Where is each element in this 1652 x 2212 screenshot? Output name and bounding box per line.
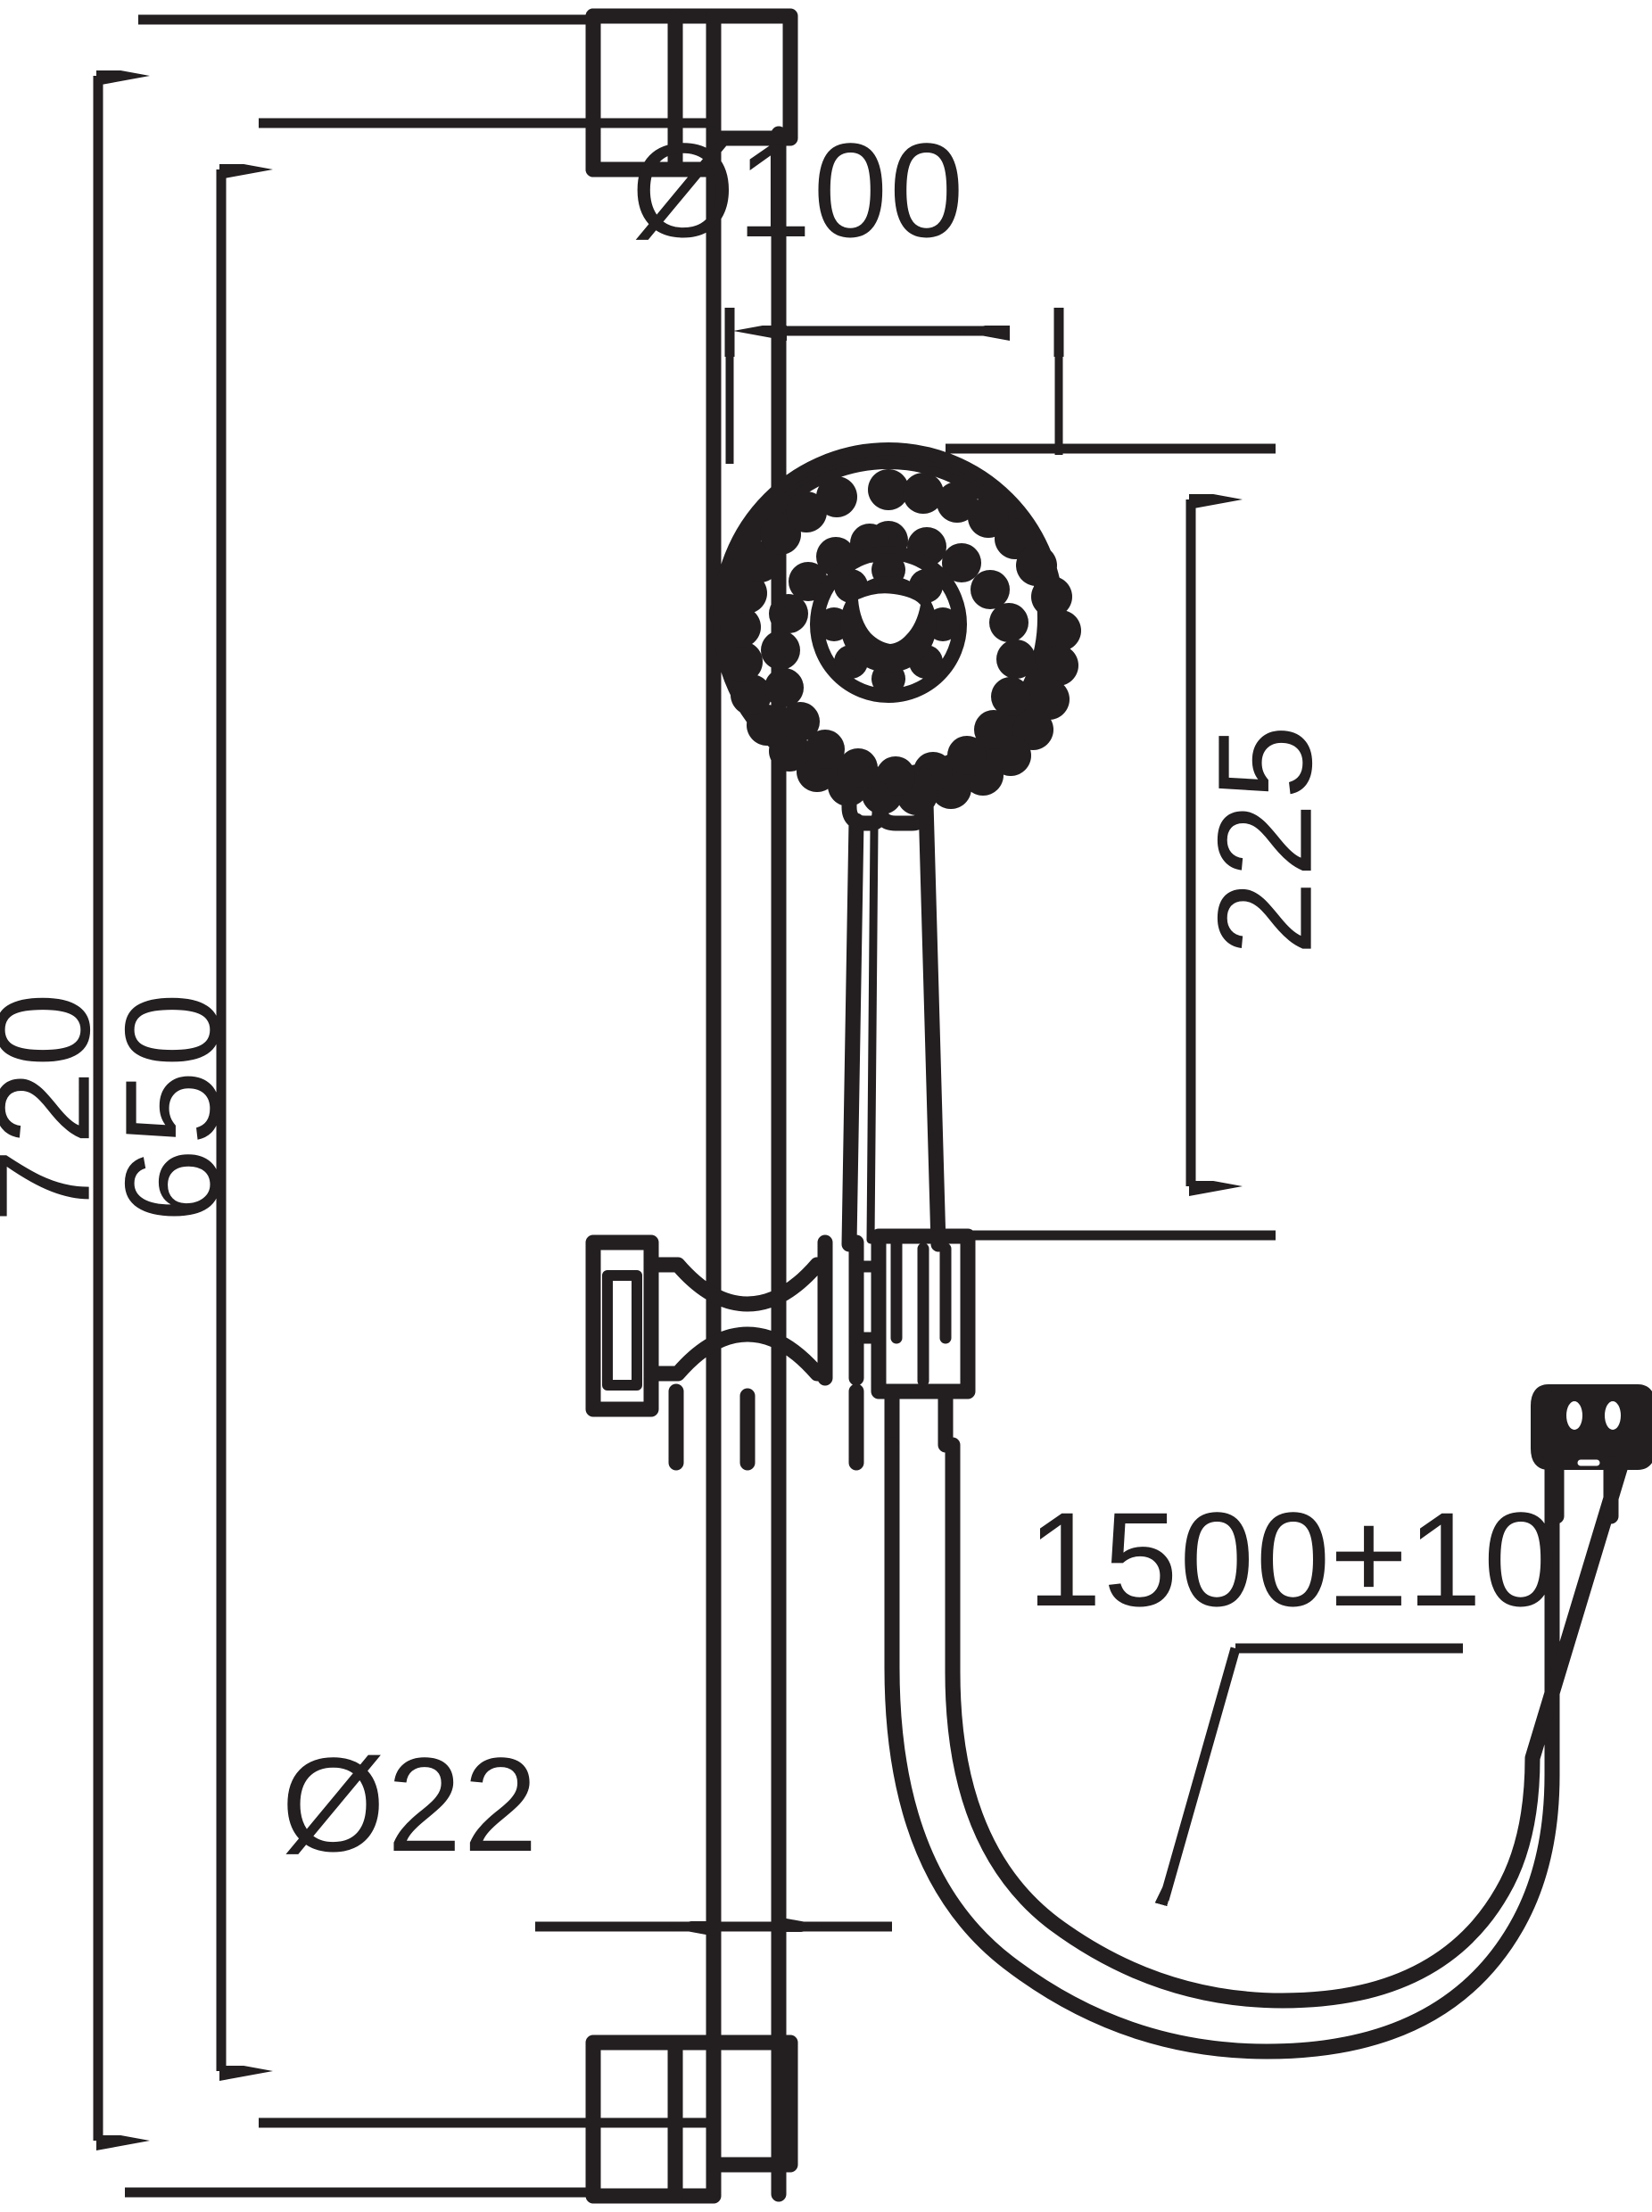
slider-holder (585, 1228, 976, 1471)
dimension-label-1500: 1500±10 (1028, 1484, 1560, 1634)
dimension-label-d22: Ø22 (281, 1729, 540, 1879)
dimension-diameter-22 (535, 1815, 892, 2002)
dimension-hose-length (1164, 1643, 1463, 1900)
dimension-label-d100: Ø100 (632, 115, 966, 265)
dimension-225 (946, 443, 1276, 1241)
shower-hose (884, 1437, 1630, 2059)
dimension-diameter-100 (724, 308, 1064, 464)
rail-top-cap (706, 8, 798, 146)
leader-line-1500 (1164, 1647, 1241, 1900)
dimension-650 (216, 118, 714, 2128)
shower-handle (841, 768, 946, 1252)
dimension-label-720: 720 (0, 989, 118, 1223)
nozzle-ring-mid (761, 521, 1036, 796)
dimension-720 (93, 14, 598, 2198)
dimension-label-225: 225 (1190, 722, 1340, 955)
dimension-label-650: 650 (97, 989, 247, 1223)
hose-connector (1531, 1384, 1652, 1524)
